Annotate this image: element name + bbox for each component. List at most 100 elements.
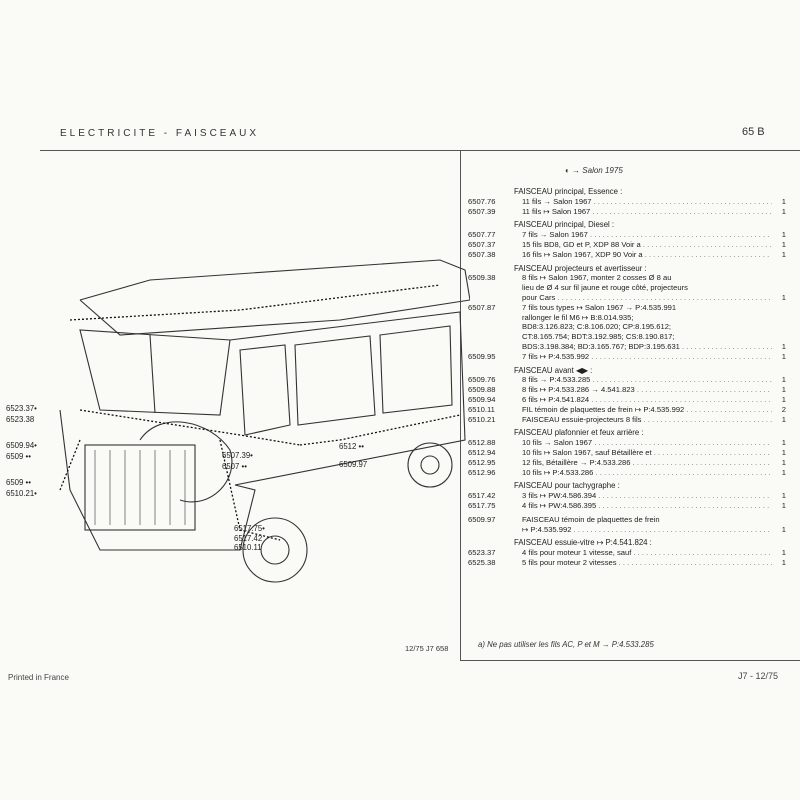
part-quantity: 1 [781,239,786,249]
part-row: 6510.11 FIL témoin de plaquettes de frein… [468,405,786,415]
callout-6523-38: 6523.38 [6,415,35,424]
roof-harness [69,284,441,321]
part-ref: 6517.75 [468,500,496,510]
callout-6523-37: 6523.37• [6,404,37,413]
part-quantity: 1 [781,467,786,477]
drawing-reference: 12/75 J7 658 [405,644,449,653]
part-quantity: 1 [781,230,786,240]
callout-6509-a: 6509 •• [6,452,31,461]
column-divider [460,150,461,660]
part-row: 6509.957 fils ↦ P:4.535.9921 [468,352,786,362]
part-ref: 6517.42 [468,491,496,501]
part-row: 6507.87 7 fils tous types ↦ Salon 1967 → … [468,303,786,313]
side-window-2 [379,325,453,414]
part-row: rallonger le fil M6 ↦ B:8.014.935; [468,313,786,323]
part-description: 10 fils ↦ P:4.533.286 [514,468,772,478]
front-harness [79,409,301,446]
part-quantity: 2 [781,404,786,414]
callout-6509-97: 6509.97 [339,460,368,469]
part-description: pour Cars [514,293,772,303]
header-rule [40,150,800,151]
part-description: 4 fils ↦ PW:4.586.395 [514,501,772,511]
part-description: FAISCEAU essuie-projecteurs 8 fils [514,415,772,425]
part-quantity: 1 [781,341,786,351]
group-title: FAISCEAU plafonnier et feux arrière : [514,428,644,438]
part-description: lieu de Ø 4 sur fil jaune et rouge côté,… [522,283,688,293]
part-quantity: 1 [781,548,786,558]
part-description: 7 fils tous types ↦ Salon 1967 → P:4.535… [522,302,677,312]
part-description: 3 fils ↦ PW:4.586.394 [514,491,772,501]
part-quantity: 1 [781,438,786,448]
windshield [79,329,231,416]
bottom-rule [460,660,800,661]
group-title: FAISCEAU pour tachygraphe : [514,481,620,491]
page-footer: J7 - 12/75 [738,671,779,681]
rear-wheel [407,442,453,488]
part-description: FIL témoin de plaquettes de frein ↦ P:4.… [514,405,772,415]
part-ref: 6512.88 [468,438,496,448]
part-description: 12 fils, Bétaillère → P:4.533.286 [514,458,772,468]
part-row: 6509.946 fils ↦ P:4.541.8241 [468,395,786,405]
callout-6509-b: 6509 •• [6,478,31,487]
part-ref: 6507.37 [468,239,496,249]
group-title: FAISCEAU projecteurs et avertisseur : [514,263,647,273]
callout-6512: 6512 •• [339,442,364,451]
part-description: 11 fils ↦ Salon 1967 [514,207,772,217]
part-ref: 6509.94 [468,394,496,404]
salon-note: ◐ → Salon 1975 [565,166,623,175]
windshield-divider [149,334,156,414]
part-description: 8 fils ↦ Salon 1967, monter 2 cosses Ø 8… [522,273,672,283]
part-ref: 6507.39 [468,206,496,216]
part-row: 6512.95 12 fils, Bétaillère → P:4.533.286… [468,458,786,468]
roof-outline [79,259,470,301]
part-ref: 6525.38 [468,557,496,567]
part-ref: 6507.87 [468,302,496,312]
part-quantity: 1 [781,457,786,467]
part-description: BDS:3.198.384; BD:3.165.767; BDP:3.195.6… [514,342,772,352]
hood-icon: ◐ → [565,166,581,175]
callout-6510-21: 6510.21• [6,489,37,498]
part-quantity: 1 [781,500,786,510]
part-description: 11 fils → Salon 1967 [514,197,772,207]
part-quantity: 1 [781,249,786,259]
part-ref: 6512.95 [468,457,496,467]
headlamp-harness [59,439,81,491]
page-title: ELECTRICITE - FAISCEAUX [60,128,260,139]
part-description: 7 fils → Salon 1967 [514,230,772,240]
group-title: FAISCEAU avant ◀▶ : [514,365,593,375]
tachograph-harness [219,439,281,541]
part-ref: 6509.88 [468,385,496,395]
part-row: 6517.75 4 fils ↦ PW:4.586.395 1 [468,501,786,511]
side-panel [229,311,466,486]
part-quantity: 1 [781,414,786,424]
side-window-1 [294,335,376,426]
part-ref: 6510.11 [468,404,495,414]
part-ref: 6507.38 [468,249,496,259]
part-row: 6509.768 fils → P:4.533.2851 [468,375,786,385]
part-ref: 6510.21 [468,414,496,424]
salon-note-text: Salon 1975 [582,166,623,175]
part-quantity: 1 [781,292,786,302]
part-quantity: 1 [781,351,786,361]
part-quantity: 1 [781,491,786,501]
callout-6517-42: 6517.42 [234,534,263,543]
rear-hub [420,455,440,475]
part-description: 15 fils BD8, GD et P, XDP 88 Voir a [514,240,772,250]
door-window [239,344,291,436]
callout-6510-11: 6510.11 [234,543,262,552]
part-row: 6510.21 FAISCEAU essuie-projecteurs 8 fil… [468,415,786,425]
part-description: CT:8.165.754; BDT:3.192.985; CS:8.190.81… [522,332,675,342]
part-ref: 6507.77 [468,230,496,240]
part-row: CT:8.165.754; BDT:3.192.985; CS:8.190.81… [468,332,786,342]
part-quantity: 1 [781,385,786,395]
part-quantity: 1 [781,206,786,216]
group-title: FAISCEAU principal, Essence : [514,187,623,196]
